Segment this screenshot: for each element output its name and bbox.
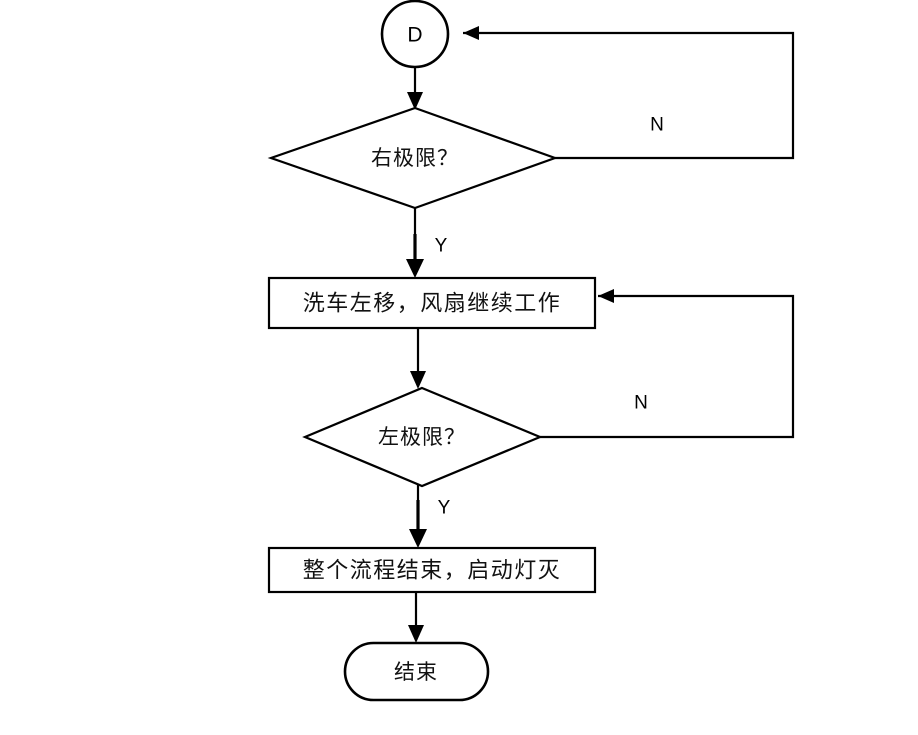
terminator-end-label: 结束 (394, 660, 438, 684)
process-move-left-shape (267, 276, 597, 330)
decision-left-limit-shape (302, 386, 543, 488)
node-process-move-left[interactable]: 洗车左移，风扇继续工作 (267, 276, 597, 330)
node-connector-d[interactable]: D (380, 0, 450, 69)
node-decision-right-limit[interactable]: 右极限？ (267, 106, 559, 210)
process-finish-shape (267, 546, 597, 594)
decision-left-limit-label: 左极限？ (378, 425, 466, 449)
edge-right-limit-yes (406, 208, 424, 278)
connector-d-label: D (407, 24, 422, 47)
decision-right-limit-shape (267, 106, 559, 210)
branch-label-right-limit-no: N (650, 115, 664, 136)
edge-left-limit-no (540, 289, 795, 439)
edge-d-to-right-limit (407, 67, 423, 110)
branch-label-right-limit-yes: Y (435, 236, 448, 257)
edge-right-limit-no (463, 26, 795, 160)
terminator-end-shape (343, 641, 490, 702)
process-move-left-label: 洗车左移，风扇继续工作 (303, 292, 562, 317)
branch-label-left-limit-no: N (634, 393, 648, 414)
process-finish-label: 整个流程结束，启动灯灭 (303, 559, 562, 584)
decision-right-limit-label: 右极限？ (371, 146, 459, 170)
node-process-finish[interactable]: 整个流程结束，启动灯灭 (267, 546, 597, 594)
edge-left-limit-yes (409, 485, 427, 548)
connector-circle (380, 0, 450, 69)
branch-label-left-limit-yes: Y (438, 498, 451, 519)
node-decision-left-limit[interactable]: 左极限？ (302, 386, 543, 488)
edge-move-left-to-left-limit (410, 328, 426, 389)
node-terminator-end[interactable]: 结束 (343, 641, 490, 702)
edge-finish-to-end (408, 592, 424, 643)
